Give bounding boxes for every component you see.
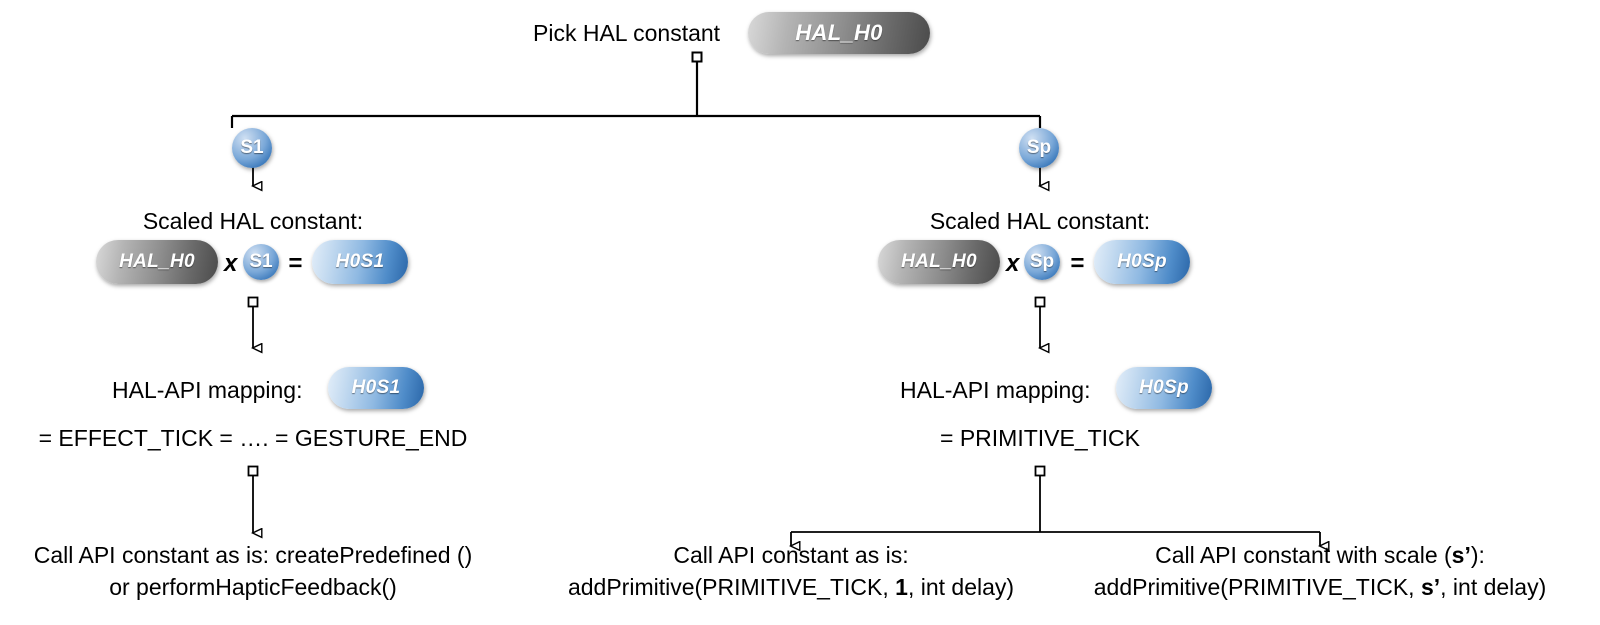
wire-root-to-split xyxy=(230,51,1042,128)
eq-operator-left: = xyxy=(288,250,303,277)
mapping-right-equation: = PRIMITIVE_TICK xyxy=(939,425,1141,451)
leaf-right-line2-pre: addPrimitive(PRIMITIVE_TICK, xyxy=(1093,574,1421,600)
leaf-right-line1-pre: Call API constant with scale ( xyxy=(1155,542,1452,568)
pill-hal-h0-right[interactable]: HAL_H0 xyxy=(878,240,1000,284)
operand-sp-right[interactable]: Sp xyxy=(1024,244,1060,280)
leaf-middle-line1: Call API constant as is: xyxy=(673,542,909,568)
pill-hal-h0-root[interactable]: HAL_H0 xyxy=(748,12,930,54)
branch-label-s1[interactable]: S1 xyxy=(232,128,272,168)
leaf-right-line1-post: ): xyxy=(1470,542,1485,568)
operand-s1-left[interactable]: S1 xyxy=(243,244,279,280)
leaf-middle-scale-value: 1 xyxy=(895,574,908,600)
mapping-right-heading: HAL-API mapping: xyxy=(900,377,1091,403)
pill-h0s1-scaled[interactable]: H0S1 xyxy=(312,240,408,284)
leaf-middle-line2-post: , int delay) xyxy=(907,574,1015,600)
mapping-left-equation: = EFFECT_TICK = …. = GESTURE_END xyxy=(38,425,468,451)
leaf-left-line2: or performHapticFeedback() xyxy=(109,574,397,600)
leaf-right-line1: Call API constant with scale (s’): xyxy=(1155,540,1485,570)
pill-h0sp-scaled[interactable]: H0Sp xyxy=(1094,240,1190,284)
eq-operator-right: = xyxy=(1070,250,1085,277)
leaf-middle-line2: addPrimitive(PRIMITIVE_TICK, 1, int dela… xyxy=(568,572,1014,602)
leaf-right-scale-value: s’ xyxy=(1420,574,1441,600)
leaf-left-line1: Call API constant as is: createPredefine… xyxy=(33,542,473,568)
mul-operator-right: x xyxy=(1006,250,1020,277)
pill-hal-h0-left[interactable]: HAL_H0 xyxy=(96,240,218,284)
scaled-left-heading: Scaled HAL constant: xyxy=(142,208,364,234)
leaf-right-scale-symbol: s’ xyxy=(1451,542,1471,568)
wire-right-scaled-to-mapping xyxy=(1034,296,1045,349)
root-label: Pick HAL constant xyxy=(533,20,721,46)
mul-operator-left: x xyxy=(224,250,238,277)
leaf-middle-line2-pre: addPrimitive(PRIMITIVE_TICK, xyxy=(567,574,896,600)
leaf-right-line2: addPrimitive(PRIMITIVE_TICK, s’, int del… xyxy=(1094,572,1546,602)
mapping-left-heading: HAL-API mapping: xyxy=(112,377,303,403)
scaled-right-heading: Scaled HAL constant: xyxy=(929,208,1151,234)
wire-left-scaled-to-mapping xyxy=(247,296,258,349)
pill-h0s1-mapping[interactable]: H0S1 xyxy=(328,367,424,409)
branch-label-sp[interactable]: Sp xyxy=(1019,128,1059,168)
pill-h0sp-mapping[interactable]: H0Sp xyxy=(1116,367,1212,409)
wire-right-mapping-split xyxy=(791,465,1320,547)
leaf-right-line2-post: , int delay) xyxy=(1440,574,1547,600)
wire-left-mapping-to-leaf xyxy=(247,465,258,534)
